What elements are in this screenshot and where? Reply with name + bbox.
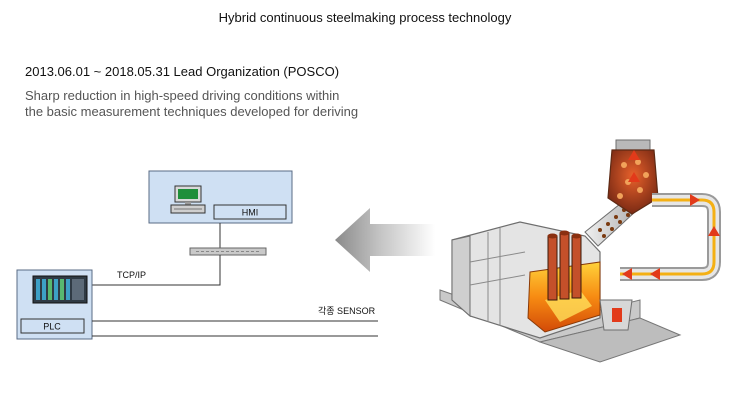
- electrode-icons: [547, 230, 582, 301]
- tcp-ip-label: TCP/IP: [117, 270, 146, 280]
- page-title: Hybrid continuous steelmaking process te…: [218, 10, 512, 25]
- plc-label: PLC: [43, 322, 61, 332]
- furnace-illustration: [439, 139, 721, 363]
- gas-duct-icon: [620, 193, 721, 281]
- project-description: Sharp reduction in high-speed driving co…: [25, 88, 358, 120]
- plc-station: PLC: [16, 269, 93, 340]
- description-line-1: Sharp reduction in high-speed driving co…: [25, 88, 340, 103]
- tcp-ip-line: [92, 255, 221, 286]
- plc-module-icon: [32, 275, 88, 304]
- project-period: 2013.06.01 ~ 2018.05.31 Lead Organizatio…: [25, 64, 340, 79]
- description-line-2: the basic measurement techniques develop…: [25, 104, 359, 119]
- hmi-label: HMI: [242, 208, 259, 218]
- network-switch-icon: [189, 247, 267, 256]
- hopper-icon: [607, 139, 659, 215]
- flow-arrow-icon: [335, 208, 435, 272]
- sensor-label: 각종 SENSOR: [318, 305, 376, 316]
- hmi-station: HMI: [148, 170, 293, 224]
- computer-icon: [170, 185, 206, 214]
